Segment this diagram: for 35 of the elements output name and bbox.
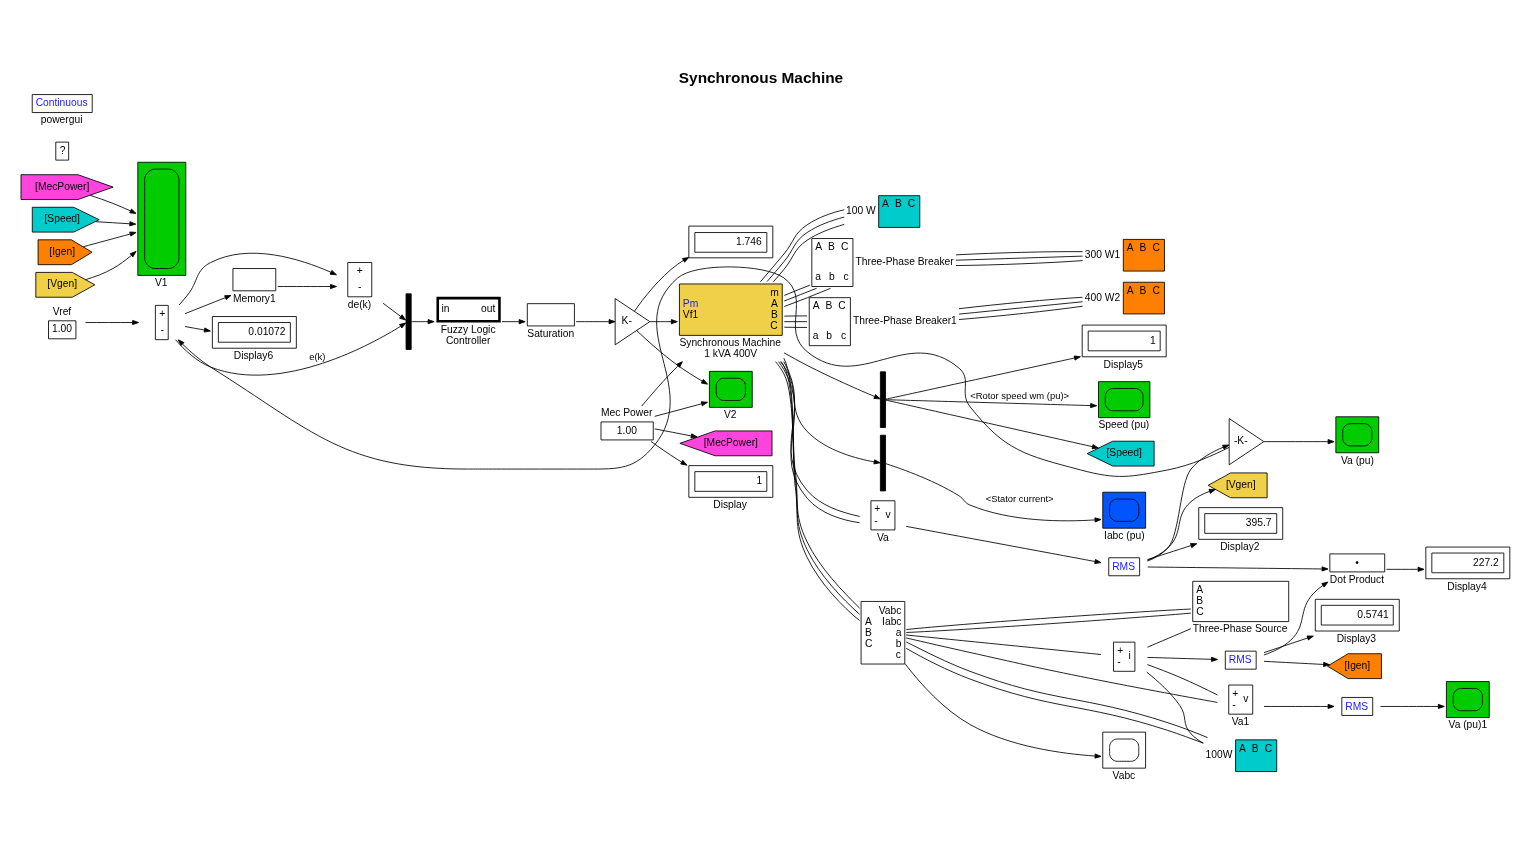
- node-label: Display4: [1447, 580, 1487, 592]
- edge-label: <Rotor speed wm (pu)>: [970, 390, 1070, 402]
- node-label: 100W: [1205, 749, 1233, 761]
- node-label: Va (pu): [1341, 454, 1374, 466]
- node-label: Va: [876, 531, 889, 543]
- node-label: Display3: [1336, 632, 1377, 644]
- node-label: Display2: [1220, 541, 1260, 553]
- node-label: Mec Power: [601, 407, 653, 419]
- node-label: Display: [713, 499, 747, 511]
- node-label: 100 W: [846, 205, 876, 217]
- node-label: Display6: [233, 350, 274, 362]
- node-label: Speed (pu): [1098, 419, 1150, 431]
- node-label: Dot Product: [1329, 573, 1385, 585]
- node-label: Vabc: [1112, 769, 1136, 781]
- node-label: Fuzzy Logic Controller: [440, 324, 496, 347]
- node-label: Display5: [1103, 358, 1143, 370]
- node-label: Three-Phase Breaker: [855, 256, 954, 268]
- node-label: Synchronous Machine 1 kVA 400V: [679, 337, 781, 360]
- node-label: Vref: [52, 306, 72, 318]
- node-label: V1: [154, 277, 168, 289]
- node-label: Three-Phase Breaker1: [852, 315, 957, 327]
- edge-label: <Stator current>: [985, 493, 1054, 505]
- diagram-title: Synchronous Machine: [678, 69, 844, 87]
- node-label: powergui: [40, 114, 83, 126]
- node-label: Memory1: [232, 292, 276, 304]
- node-label: de(k): [347, 298, 372, 310]
- node-label: Saturation: [527, 327, 575, 339]
- node-label: V2: [723, 409, 737, 421]
- node-label: Va (pu)1: [1448, 719, 1488, 731]
- node-label: 400 W2: [1084, 291, 1121, 303]
- edge-label: e(k): [309, 351, 326, 363]
- node-label: Va1: [1231, 715, 1250, 727]
- node-label: 300 W1: [1084, 248, 1121, 260]
- node-label: Iabc (pu): [1104, 529, 1145, 541]
- node-label: Three-Phase Source: [1192, 623, 1288, 635]
